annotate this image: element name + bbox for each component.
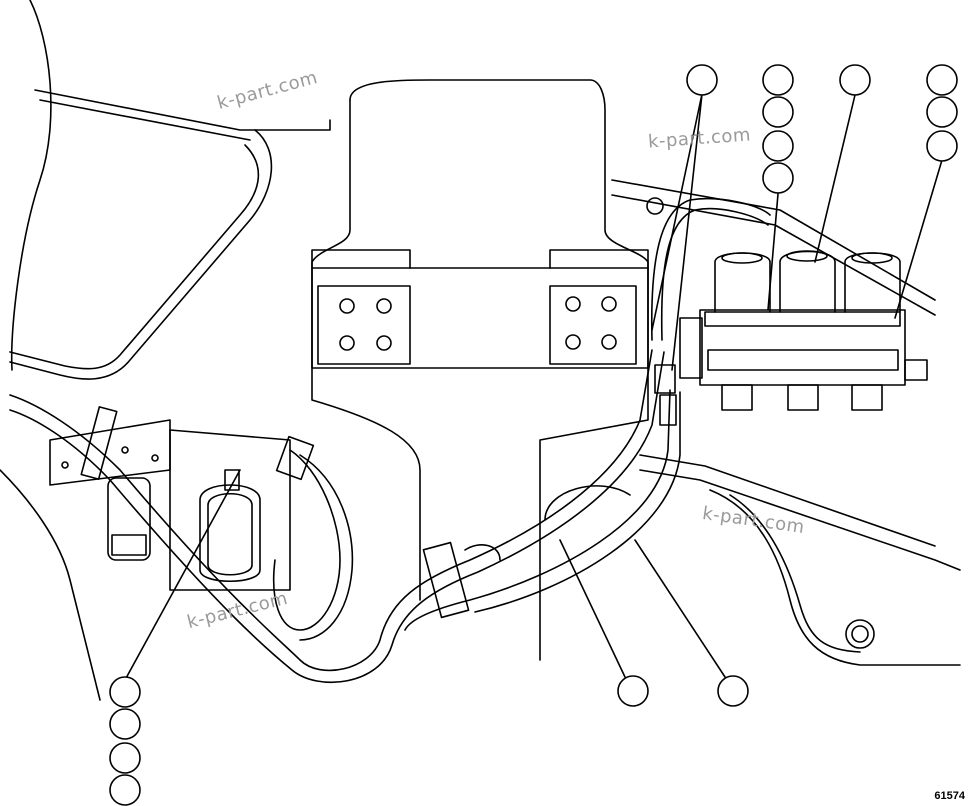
central-pillar: [350, 80, 648, 660]
leader-line: [895, 160, 942, 318]
bracket-bolt: [122, 447, 128, 453]
hose-main-1: [10, 350, 652, 670]
manifold-fitting-left: [680, 318, 702, 378]
fitting: [655, 365, 675, 393]
frame-top-rail-inner: [40, 100, 250, 140]
bracket-pin: [846, 620, 874, 648]
callout-balloon: [110, 743, 140, 773]
bolt-plate-right: [550, 286, 636, 364]
callout-balloon: [927, 65, 957, 95]
right-bracket-inner: [730, 495, 860, 652]
hose-left-loop: [274, 450, 340, 630]
tank-window-inner: [208, 494, 252, 575]
callout-balloon: [718, 676, 748, 706]
hose-left-loop-2: [300, 455, 352, 640]
leader-line: [768, 194, 778, 310]
bolt: [602, 335, 616, 349]
filter-cap-1: [722, 253, 762, 263]
callout-balloon: [927, 131, 957, 161]
right-frame-rail-top: [612, 180, 935, 300]
crossmember-flange-left: [312, 250, 410, 268]
manifold-fitting-right: [905, 360, 927, 380]
right-frame-rail-bottom: [640, 470, 960, 570]
central-pillar-left: [312, 100, 420, 600]
bolt: [602, 297, 616, 311]
leader-line: [672, 94, 702, 370]
frame-loop-rail: [10, 130, 271, 379]
bolt: [377, 299, 391, 313]
tank-body: [170, 430, 290, 590]
bolt: [340, 299, 354, 313]
filter-canister-1: [715, 253, 770, 312]
leader-line: [635, 540, 725, 677]
bolt: [377, 336, 391, 350]
left-bracket-plate: [50, 420, 170, 485]
bolt: [566, 297, 580, 311]
callout-balloon: [840, 65, 870, 95]
tank-window: [200, 485, 260, 581]
right-frame-rail-bottom-inner: [640, 455, 935, 546]
pivot-housing-lower: [465, 545, 500, 560]
solenoid-1: [722, 385, 752, 410]
hose-main-2: [405, 390, 670, 630]
callout-balloon: [110, 775, 140, 805]
bolt: [566, 335, 580, 349]
bolt-plate-left: [318, 286, 410, 364]
leader-line: [652, 94, 702, 330]
crossmember-flange-right: [550, 250, 648, 268]
filter-cap-2: [787, 251, 827, 261]
bracket-pin-inner: [852, 626, 868, 642]
solenoid-2: [788, 385, 818, 410]
bracket-bolt: [62, 462, 68, 468]
hose-main-2b: [475, 392, 680, 612]
frame-top-rail: [35, 90, 330, 130]
filter-cap-3: [852, 253, 892, 263]
crossmember: [312, 268, 648, 368]
valve-manifold-top: [705, 312, 900, 326]
pivot-housing: [545, 486, 630, 520]
filter-canister-3: [845, 253, 900, 312]
leader-line: [560, 540, 625, 677]
callout-balloon: [763, 163, 793, 193]
figure-number: 61574: [934, 790, 965, 802]
frame-outline-lower-left: [0, 470, 100, 700]
bolt: [340, 336, 354, 350]
hose-clamp: [423, 543, 468, 618]
callout-balloon: [687, 65, 717, 95]
hose-upper: [652, 199, 770, 340]
callout-balloon: [618, 676, 648, 706]
callout-balloon: [763, 97, 793, 127]
valve-manifold: [700, 310, 905, 385]
hose-clamp: [277, 437, 314, 480]
callout-balloon: [763, 131, 793, 161]
left-cylinder-base: [112, 535, 146, 555]
valve-manifold-mid: [708, 350, 898, 370]
fitting: [660, 395, 676, 425]
leader-line: [815, 95, 855, 262]
leader-line: [125, 470, 240, 680]
hose-clamp: [81, 407, 117, 479]
solenoid-3: [852, 385, 882, 410]
frame-outline-left: [12, 0, 51, 370]
frame-loop-rail-inner: [10, 145, 258, 369]
callout-balloon: [763, 65, 793, 95]
callout-balloon: [927, 97, 957, 127]
right-bracket: [710, 490, 960, 665]
callout-balloon: [110, 677, 140, 707]
callout-balloon: [110, 709, 140, 739]
hose-clamp: [225, 470, 239, 490]
rail-hole: [647, 198, 663, 214]
left-cylinder: [108, 478, 150, 560]
bracket-bolt: [152, 455, 158, 461]
